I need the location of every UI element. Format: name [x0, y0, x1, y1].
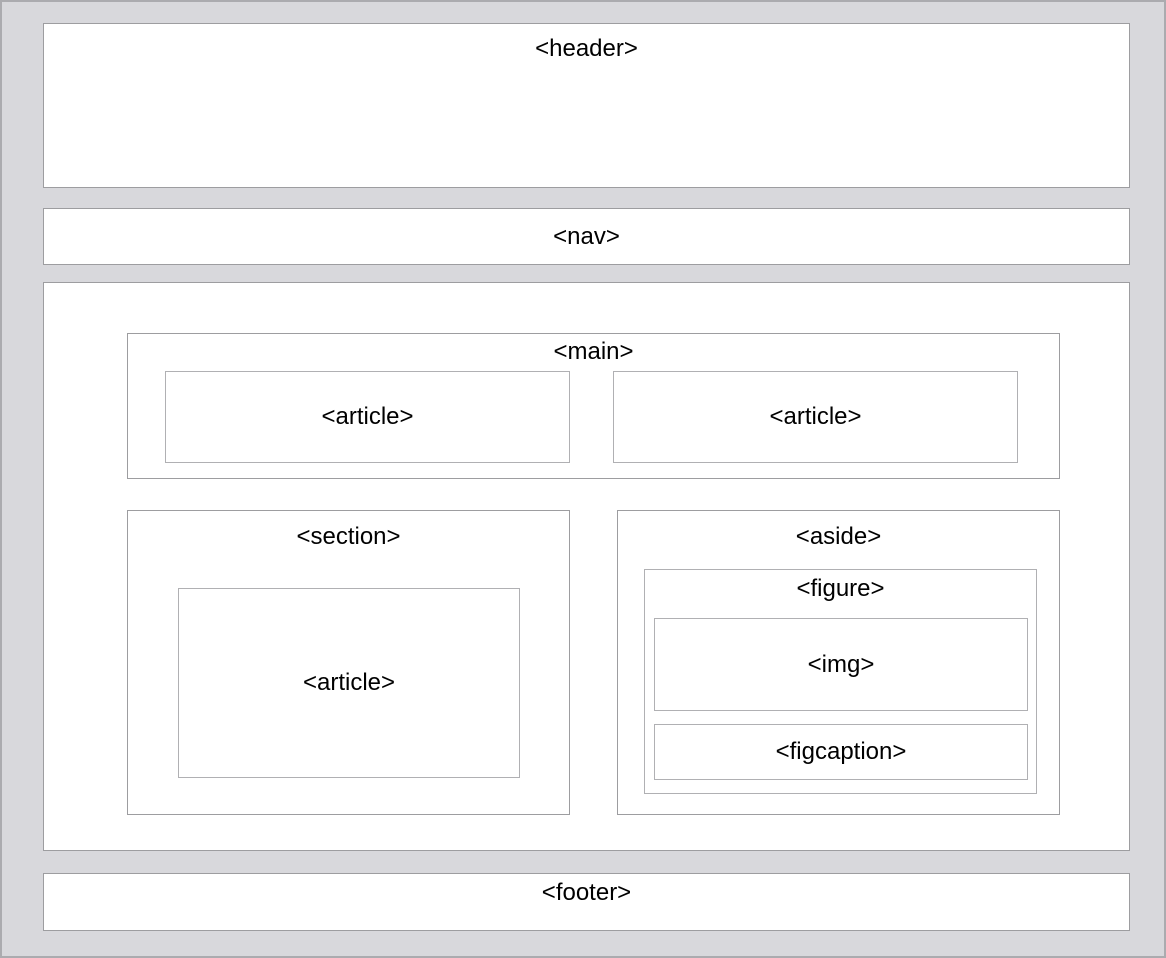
aside-box: <aside> <figure> <img> <figcaption> — [617, 510, 1060, 815]
img-box: <img> — [654, 618, 1028, 711]
main-article-left-box: <article> — [165, 371, 570, 463]
aside-label: <aside> — [795, 523, 882, 550]
nav-label: <nav> — [553, 222, 620, 250]
footer-box: <footer> — [43, 873, 1130, 931]
section-box: <section> <article> — [127, 510, 570, 815]
header-label: <header> — [535, 35, 638, 62]
main-article-right-label: <article> — [769, 403, 862, 430]
header-box: <header> — [43, 23, 1130, 188]
figcaption-label: <figcaption> — [775, 738, 907, 765]
img-label: <img> — [807, 650, 875, 678]
content-wrapper-box: <main> <article> <article> <section> <ar… — [43, 282, 1130, 851]
figure-box: <figure> <img> <figcaption> — [644, 569, 1037, 794]
section-label: <section> — [296, 523, 401, 550]
nav-box: <nav> — [43, 208, 1130, 265]
main-article-left-label: <article> — [321, 403, 414, 430]
section-article-label: <article> — [302, 669, 396, 696]
figure-label: <figure> — [796, 575, 885, 602]
section-article-box: <article> — [178, 588, 520, 778]
main-label: <main> — [553, 338, 634, 365]
footer-label: <footer> — [541, 879, 632, 906]
main-article-right-box: <article> — [613, 371, 1018, 463]
figcaption-box: <figcaption> — [654, 724, 1028, 780]
main-box: <main> <article> <article> — [127, 333, 1060, 479]
